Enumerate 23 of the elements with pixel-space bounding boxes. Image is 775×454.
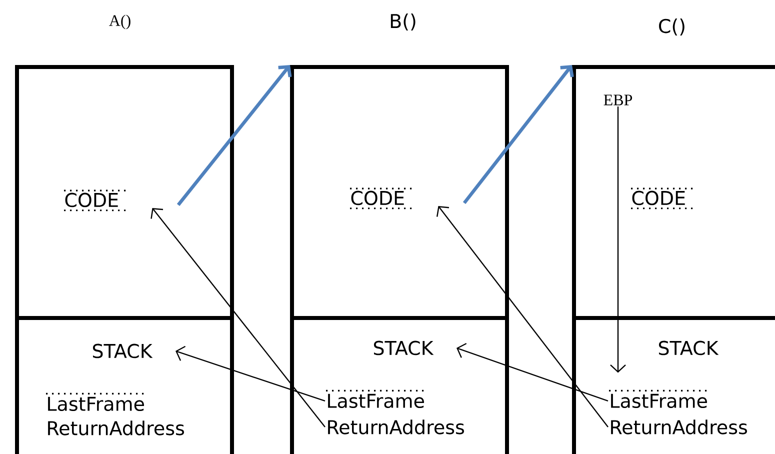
arrow xyxy=(176,64,292,206)
field-label: ReturnAddress xyxy=(611,420,747,434)
arrow xyxy=(456,342,608,402)
stack-label: STACK xyxy=(374,340,434,356)
stack-label: STACK xyxy=(658,340,719,356)
register-label: EBP xyxy=(604,94,632,106)
field-label: ReturnAddress xyxy=(328,420,464,434)
field-label: LastFrame xyxy=(48,396,144,412)
arrow xyxy=(176,346,326,402)
arrow xyxy=(436,206,608,428)
code-label: CODE xyxy=(65,192,118,208)
field-label: LastFrame xyxy=(611,394,707,408)
field-label: LastFrame xyxy=(328,394,424,408)
frame-heading: C() xyxy=(659,18,684,36)
arrow xyxy=(150,208,326,428)
arrow xyxy=(610,106,626,373)
code-label: CODE xyxy=(351,190,404,206)
field-label: ReturnAddress xyxy=(48,420,184,436)
frame-heading: B() xyxy=(390,14,416,30)
arrow xyxy=(462,64,574,204)
stack-label: STACK xyxy=(92,344,153,358)
frame-heading: A() xyxy=(109,14,130,30)
code-label: CODE xyxy=(632,190,685,206)
